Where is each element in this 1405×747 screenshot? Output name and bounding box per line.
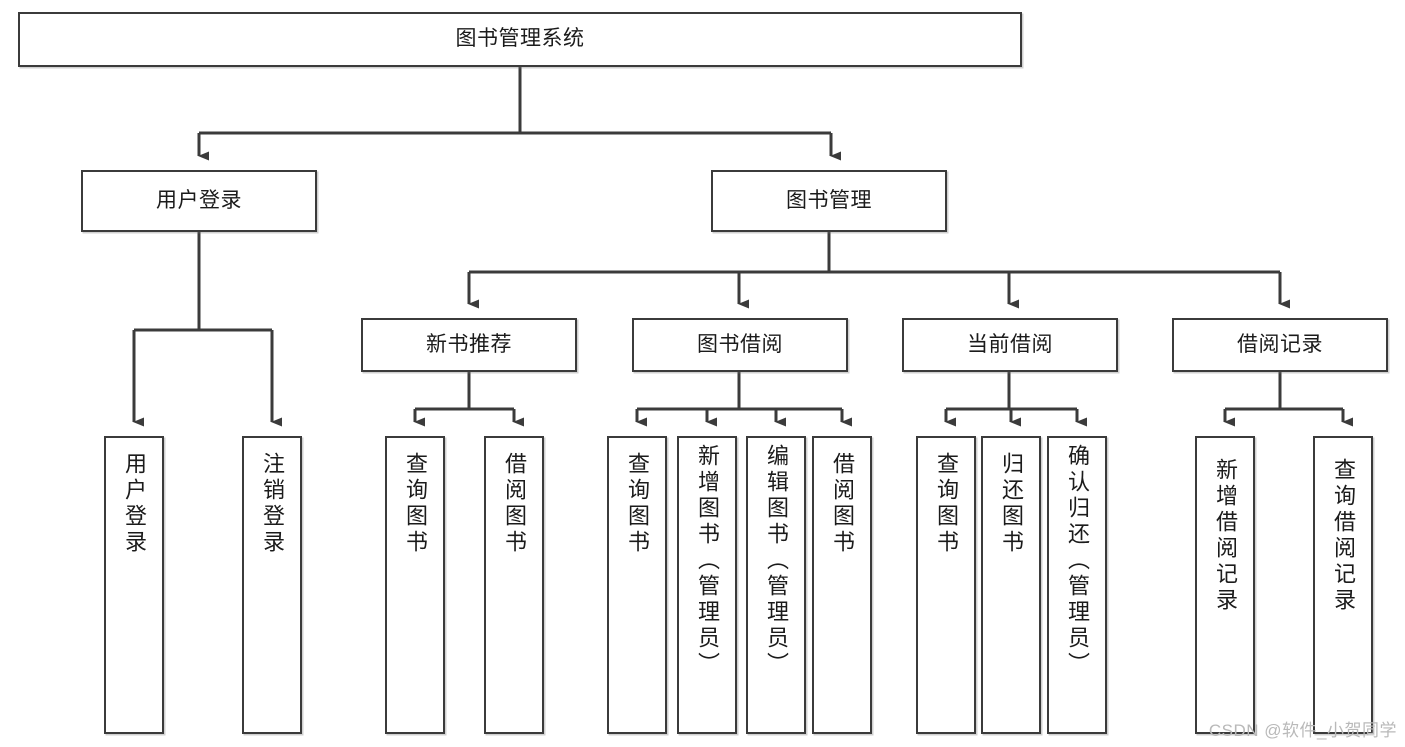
node-new-book-rec-label: 新书推荐	[426, 332, 512, 356]
node-leaf-add-book-label: 新增图书（管理员）	[695, 444, 720, 678]
node-leaf-confirm-return[interactable]: 确认归还（管理员）	[1047, 436, 1107, 734]
node-root[interactable]: 图书管理系统	[18, 12, 1022, 67]
node-leaf-user-logout-label: 注销登录	[260, 452, 285, 556]
node-leaf-return-book-label: 归还图书	[999, 452, 1024, 556]
node-borrow-record[interactable]: 借阅记录	[1172, 318, 1388, 372]
node-current-borrow[interactable]: 当前借阅	[902, 318, 1118, 372]
node-root-label: 图书管理系统	[455, 27, 585, 51]
node-leaf-user-logout[interactable]: 注销登录	[242, 436, 302, 734]
node-leaf-add-record[interactable]: 新增借阅记录	[1195, 436, 1255, 734]
node-leaf-user-login-label: 用户登录	[122, 452, 147, 556]
node-leaf-query-book-2[interactable]: 查询图书	[607, 436, 667, 734]
node-current-borrow-label: 当前借阅	[967, 332, 1053, 356]
node-leaf-borrow-book-1-label: 借阅图书	[502, 452, 527, 556]
node-leaf-edit-book[interactable]: 编辑图书（管理员）	[746, 436, 806, 734]
node-leaf-return-book[interactable]: 归还图书	[981, 436, 1041, 734]
node-book-borrow-label: 图书借阅	[697, 332, 783, 356]
node-borrow-record-label: 借阅记录	[1237, 332, 1323, 356]
node-leaf-borrow-book-2[interactable]: 借阅图书	[812, 436, 872, 734]
node-leaf-add-book[interactable]: 新增图书（管理员）	[677, 436, 737, 734]
node-user-login[interactable]: 用户登录	[81, 170, 317, 232]
node-leaf-confirm-return-label: 确认归还（管理员）	[1065, 444, 1090, 678]
node-leaf-query-book-3-label: 查询图书	[934, 452, 959, 556]
node-leaf-add-record-label: 新增借阅记录	[1213, 458, 1238, 614]
node-leaf-query-book-2-label: 查询图书	[625, 452, 650, 556]
node-leaf-user-login[interactable]: 用户登录	[104, 436, 164, 734]
node-leaf-borrow-book-1[interactable]: 借阅图书	[484, 436, 544, 734]
node-leaf-edit-book-label: 编辑图书（管理员）	[764, 444, 789, 678]
node-leaf-query-book-1-label: 查询图书	[403, 452, 428, 556]
node-book-borrow[interactable]: 图书借阅	[632, 318, 848, 372]
watermark: CSDN @软件_小贺同学	[1208, 721, 1397, 740]
node-leaf-query-record-label: 查询借阅记录	[1331, 458, 1356, 614]
node-leaf-query-book-1[interactable]: 查询图书	[385, 436, 445, 734]
node-leaf-query-book-3[interactable]: 查询图书	[916, 436, 976, 734]
node-leaf-borrow-book-2-label: 借阅图书	[830, 452, 855, 556]
node-leaf-query-record[interactable]: 查询借阅记录	[1313, 436, 1373, 734]
node-book-manage-label: 图书管理	[786, 188, 872, 212]
node-book-manage[interactable]: 图书管理	[711, 170, 947, 232]
node-new-book-rec[interactable]: 新书推荐	[361, 318, 577, 372]
node-user-login-label: 用户登录	[156, 188, 242, 212]
